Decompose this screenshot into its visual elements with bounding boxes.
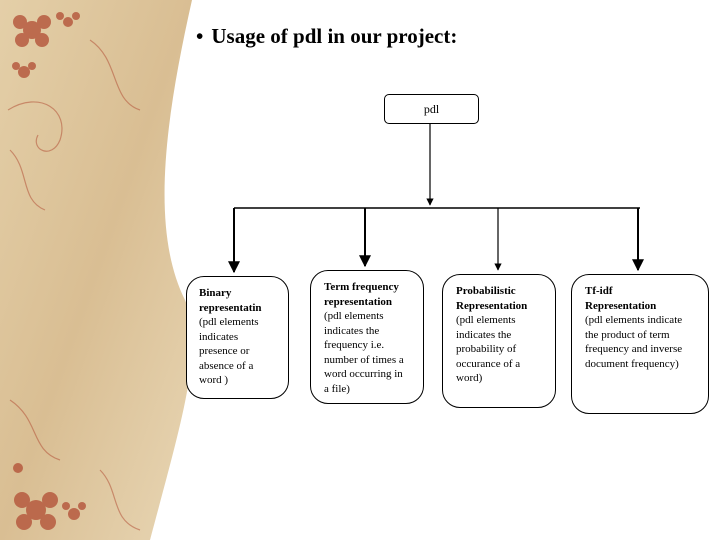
node-desc-line: word) — [456, 372, 483, 384]
node-binary-representation: Binary representatin (pdl elements indic… — [186, 276, 289, 399]
node-desc-line: probability of — [456, 343, 517, 355]
node-heading-line: Representation — [585, 299, 657, 312]
node-desc-line: indicates the — [456, 328, 512, 341]
node-desc-line: (pdl elements indicate — [585, 314, 683, 326]
node-desc-line: word occurring in — [324, 368, 403, 380]
node-desc-line: the product of term — [585, 328, 670, 341]
slide-title: • Usage of pdl in our project: — [196, 24, 457, 49]
root-node-pdl: pdl — [384, 94, 479, 124]
title-bullet: • — [196, 24, 204, 48]
node-desc-line: absence of a — [199, 359, 254, 372]
node-probabilistic-representation: Probabilistic Representation (pdl elemen… — [442, 274, 556, 408]
node-heading-line: representatin — [199, 301, 262, 314]
node-heading-line: Representation — [456, 299, 528, 312]
title-text: Usage of pdl in our project: — [211, 24, 458, 48]
node-desc-line: (pdl elements — [456, 314, 516, 326]
node-desc-line: frequency and inverse — [585, 343, 683, 355]
flower-decoration-top — [12, 12, 80, 78]
node-desc-line: (pdl elements — [199, 316, 259, 328]
node-heading-line: Term frequency — [324, 281, 399, 293]
node-heading-line: representation — [324, 295, 393, 308]
node-desc-line: (pdl elements — [324, 310, 384, 322]
node-desc-line: occurance of a — [456, 357, 521, 370]
node-desc-line: document frequency) — [585, 357, 679, 370]
swirl-decoration-top — [7, 39, 141, 211]
root-label: pdl — [423, 102, 440, 116]
node-desc-line: word ) — [199, 374, 229, 386]
node-heading-line: Tf-idf — [585, 285, 613, 297]
parchment-panel — [0, 0, 193, 540]
node-desc-line: presence or — [199, 345, 250, 357]
flower-decoration-bottom — [13, 463, 86, 530]
node-desc-line: a file) — [324, 382, 350, 395]
node-heading-line: Probabilistic — [456, 285, 516, 297]
node-desc-line: indicates the — [324, 324, 380, 337]
swirl-decoration-bottom — [9, 399, 141, 531]
node-desc-line: indicates — [199, 330, 239, 343]
node-desc-line: number of times a — [324, 353, 404, 366]
node-desc-line: frequency i.e. — [324, 339, 385, 351]
node-term-frequency-representation: Term frequency representation (pdl eleme… — [310, 270, 424, 404]
node-tfidf-representation: Tf-idf Representation (pdl elements indi… — [571, 274, 709, 414]
node-heading-line: Binary — [199, 287, 232, 299]
